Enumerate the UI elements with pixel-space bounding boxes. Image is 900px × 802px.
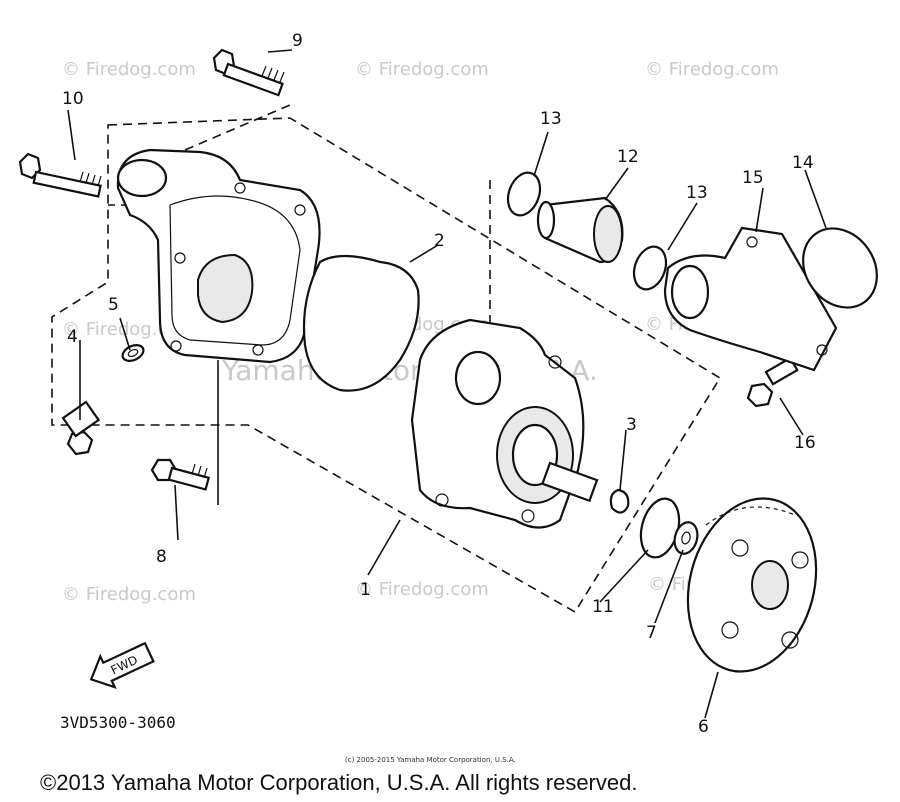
- assembly-outline: [51, 117, 722, 614]
- callout-13: 13: [540, 109, 562, 129]
- callout-labels: 1 2 3 4 5 6 7 8 9 10 11 12 13 13 14 15 1…: [62, 31, 816, 737]
- o-ring-13-icon: [632, 245, 668, 291]
- assembly-guide: [184, 104, 291, 151]
- callout-11: 11: [592, 597, 614, 617]
- elbow-15-icon: [663, 226, 838, 372]
- bolt-8-icon: [150, 458, 211, 491]
- copyright: ©2013 Yamaha Motor Corporation, U.S.A. A…: [40, 770, 637, 795]
- fwd-arrow-icon: FWD: [89, 641, 155, 690]
- watermark: © Firedog.com: [62, 59, 196, 80]
- bolt-4-icon: [61, 400, 101, 456]
- callout-3: 3: [626, 415, 637, 435]
- leader-lines: [67, 49, 827, 719]
- callout-8: 8: [156, 547, 167, 567]
- bolt-16-icon: [746, 356, 799, 408]
- callout-13: 13: [686, 183, 708, 203]
- pipe-12-icon: [536, 196, 624, 264]
- watermark: © Firedog.com: [355, 579, 489, 600]
- callout-2: 2: [434, 231, 445, 251]
- o-ring-14-icon: [802, 227, 878, 309]
- watermark: © Firedog.com: [355, 59, 489, 80]
- callout-9: 9: [292, 31, 303, 51]
- watermark: © Firedog.com: [62, 584, 196, 605]
- gear-6-icon: [686, 497, 818, 673]
- callout-5: 5: [108, 295, 119, 315]
- callout-16: 16: [794, 433, 816, 453]
- washer-5-icon: [121, 344, 145, 362]
- callout-15: 15: [742, 168, 764, 188]
- o-ring-13-icon: [506, 171, 542, 217]
- callout-10: 10: [62, 89, 84, 109]
- pump-cover-icon: [116, 148, 321, 364]
- callout-14: 14: [792, 153, 814, 173]
- callout-12: 12: [617, 147, 639, 167]
- watermark: © Firedog.com: [645, 59, 779, 80]
- part-code: 3VD5300-3060: [60, 713, 176, 732]
- circlip-3-icon: [609, 488, 630, 514]
- bolt-9-icon: [212, 48, 285, 97]
- gasket-2-icon: [302, 254, 420, 392]
- callout-7: 7: [646, 623, 657, 643]
- small-copyright: (c) 2005-2015 Yamaha Motor Corporation, …: [345, 756, 516, 764]
- callout-4: 4: [67, 327, 78, 347]
- pump-housing-icon: [410, 318, 599, 529]
- bolt-10-icon: [18, 152, 102, 198]
- callout-6: 6: [698, 717, 709, 737]
- callout-1: 1: [360, 580, 371, 600]
